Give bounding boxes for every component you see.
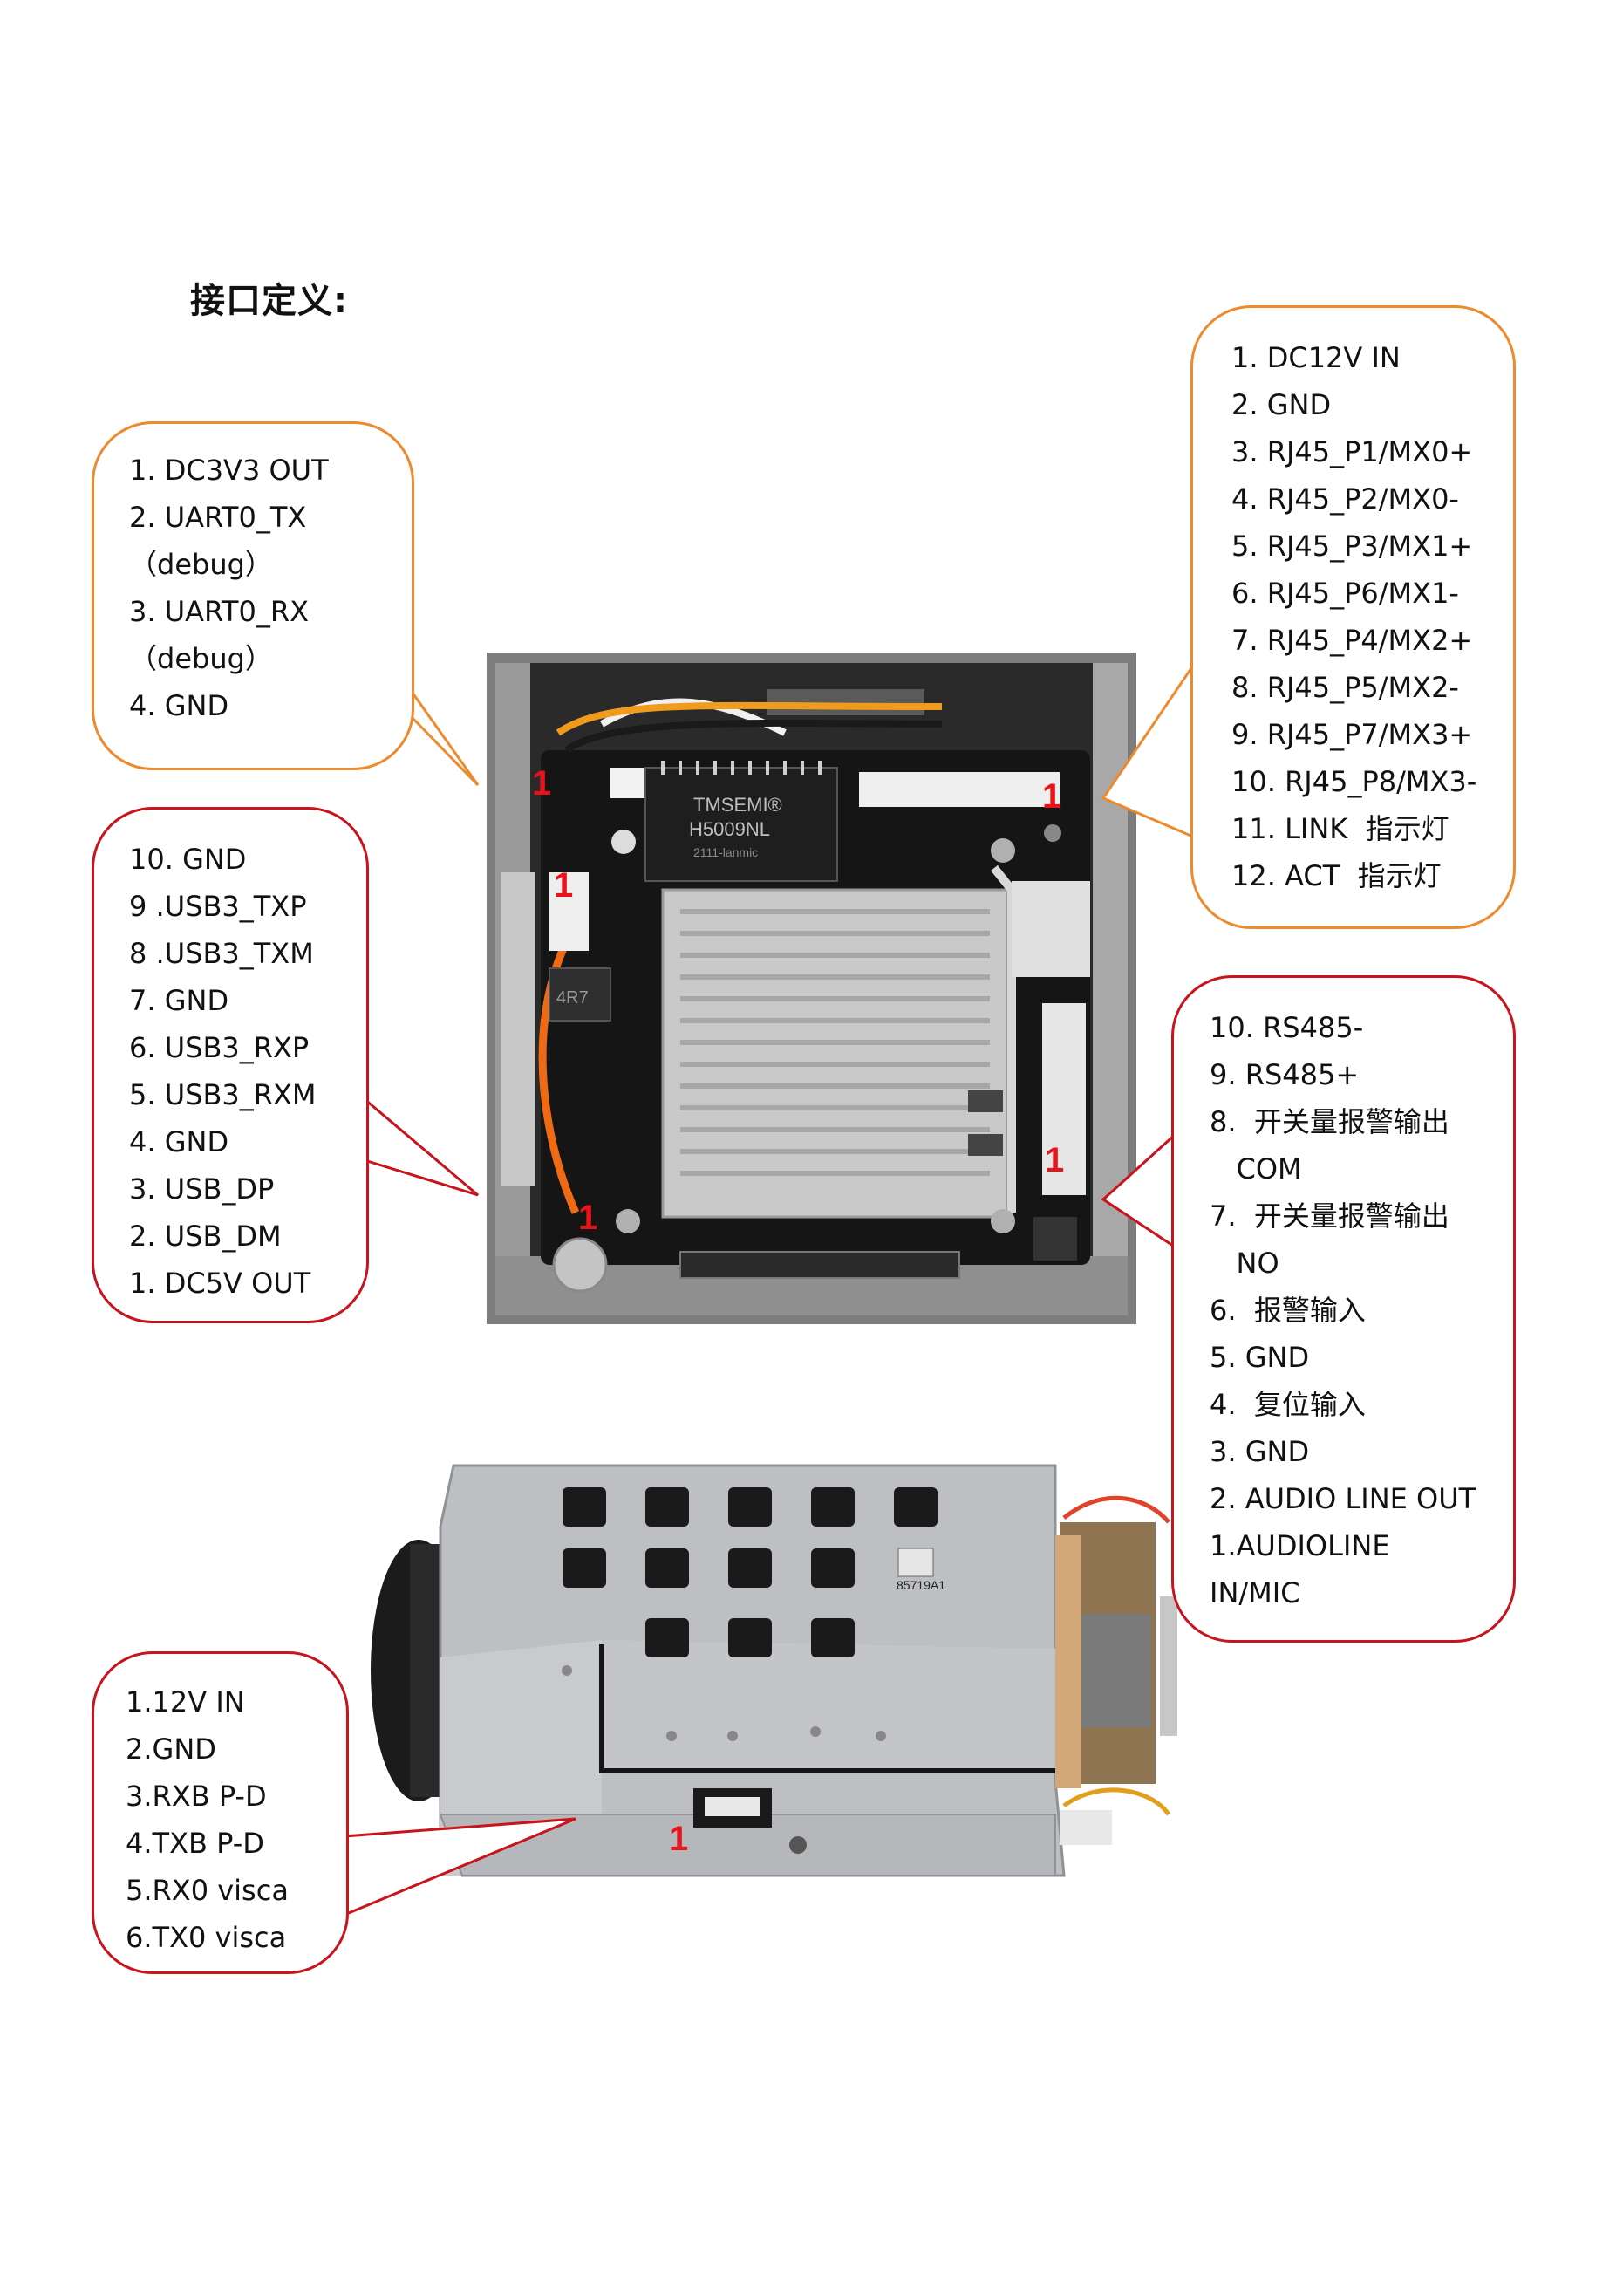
- pin-label: 8 .USB3_TXM: [129, 937, 314, 970]
- pin-label: 7. RJ45_P4/MX2+: [1231, 624, 1473, 657]
- pin-label: （debug）: [129, 548, 273, 581]
- pin-label: 5. USB3_RXM: [129, 1078, 317, 1111]
- pin-label: 4. RJ45_P2/MX0-: [1231, 482, 1459, 516]
- pin-label: NO: [1210, 1247, 1279, 1280]
- connector-top-right: [859, 772, 1060, 807]
- heatsink: [661, 888, 1009, 1219]
- lan-transformer: [644, 767, 838, 882]
- callout-power-rj45: 1. DC12V IN 2. GND 3. RJ45_P1/MX0+ 4. RJ…: [1190, 305, 1516, 929]
- chip-model: H5009NL: [689, 818, 770, 840]
- pin-label: 6. RJ45_P6/MX1-: [1231, 577, 1459, 610]
- pin-label: COM: [1210, 1152, 1302, 1186]
- pin-label: 1. DC5V OUT: [129, 1267, 311, 1300]
- power-rj45-pin-list: 1. DC12V IN 2. GND 3. RJ45_P1/MX0+ 4. RJ…: [1231, 334, 1513, 899]
- pin-label: 1.12V IN: [126, 1685, 245, 1719]
- pin-label: 2. AUDIO LINE OUT: [1210, 1482, 1476, 1515]
- board-photo: TMSEMI® H5009NL 2111-lanmic 4R7: [487, 653, 1136, 1324]
- pin-label: 3. GND: [1210, 1435, 1310, 1468]
- pin-label: 4.TXB P-D: [126, 1827, 264, 1860]
- pin-label: 11. LINK 指示灯: [1231, 812, 1449, 845]
- chip-brand: TMSEMI®: [693, 794, 782, 816]
- pin-label: 8. 开关量报警输出: [1210, 1105, 1449, 1138]
- pin-label: 10. RS485-: [1210, 1011, 1364, 1044]
- pin-label: 5. RJ45_P3/MX1+: [1231, 530, 1473, 563]
- pin-label: IN/MIC: [1210, 1576, 1300, 1609]
- io-audio-pin-list: 10. RS485- 9. RS485+ 8. 开关量报警输出 COM 7. 开…: [1210, 1004, 1513, 1616]
- camera-serial-pin-list: 1.12V IN 2.GND 3.RXB P-D 4.TXB P-D 5.RX0…: [126, 1678, 346, 1961]
- pin-label: 4. 复位输入: [1210, 1388, 1366, 1421]
- pin-label: 3.RXB P-D: [126, 1780, 267, 1813]
- pin-label: 4. GND: [129, 1125, 229, 1158]
- pin-label: 2.GND: [126, 1732, 216, 1766]
- pin1-marker-left: 1: [554, 866, 574, 905]
- connector-top-left: [610, 768, 650, 798]
- callout-pointers: [344, 662, 1197, 1917]
- pin-label: 5. GND: [1210, 1341, 1310, 1374]
- pin1-marker-io: 1: [1045, 1141, 1065, 1179]
- pin-label: 1. DC12V IN: [1231, 341, 1401, 374]
- pin-label: 9. RJ45_P7/MX3+: [1231, 718, 1473, 751]
- pin-label: 6. USB3_RXP: [129, 1031, 310, 1064]
- connector-left: [549, 872, 589, 951]
- pin-label: 2. GND: [1231, 388, 1332, 421]
- pin1-marker-usb: 1: [578, 1199, 598, 1237]
- pin-label: 7. 开关量报警输出: [1210, 1199, 1449, 1233]
- callout-camera-serial: 1.12V IN 2.GND 3.RXB P-D 4.TXB P-D 5.RX0…: [92, 1651, 349, 1974]
- pin-label: 2. UART0_TX: [129, 501, 307, 534]
- pin-label: 8. RJ45_P5/MX2-: [1231, 671, 1459, 704]
- pin-label: 10. RJ45_P8/MX3-: [1231, 765, 1477, 798]
- inductor-label: 4R7: [556, 988, 589, 1008]
- chip-code: 2111-lanmic: [693, 845, 758, 859]
- callout-debug-uart: 1. DC3V3 OUT 2. UART0_TX （debug） 3. UART…: [92, 421, 414, 770]
- pin-label: （debug）: [129, 642, 273, 675]
- camera-photo: 85719A1: [371, 1464, 1177, 1877]
- pin-label: 5.RX0 visca: [126, 1874, 289, 1907]
- pin-label: 1. DC3V3 OUT: [129, 454, 329, 487]
- callout-usb: 10. GND 9 .USB3_TXP 8 .USB3_TXM 7. GND 6…: [92, 807, 369, 1323]
- pin-label: 7. GND: [129, 984, 229, 1017]
- usb-pin-list: 10. GND 9 .USB3_TXP 8 .USB3_TXM 7. GND 6…: [129, 836, 366, 1307]
- connector-right: [1042, 1003, 1086, 1195]
- pin-label: 6.TX0 visca: [126, 1921, 287, 1954]
- pin1-marker-debug: 1: [532, 764, 552, 803]
- page-title: 接口定义:: [190, 281, 348, 321]
- pin1-marker-camera: 1: [669, 1820, 689, 1858]
- pin-label: 2. USB_DM: [129, 1220, 282, 1253]
- pin-label: 10. GND: [129, 843, 247, 876]
- pin-label: 3. USB_DP: [129, 1172, 275, 1206]
- pin-label: 1.AUDIOLINE: [1210, 1529, 1390, 1562]
- pin-label: 9 .USB3_TXP: [129, 890, 307, 923]
- pin-label: 6. 报警输入: [1210, 1294, 1366, 1327]
- callout-io-audio: 10. RS485- 9. RS485+ 8. 开关量报警输出 COM 7. 开…: [1171, 975, 1516, 1643]
- sticker-label: 85719A1: [897, 1578, 945, 1592]
- pin-label: 9. RS485+: [1210, 1058, 1360, 1091]
- debug-uart-pin-list: 1. DC3V3 OUT 2. UART0_TX （debug） 3. UART…: [129, 447, 412, 729]
- pin-label: 12. ACT 指示灯: [1231, 859, 1442, 892]
- pin-label: 4. GND: [129, 689, 229, 722]
- pin1-marker-rj45: 1: [1042, 777, 1062, 816]
- pin-label: 3. UART0_RX: [129, 595, 309, 628]
- pin-label: 3. RJ45_P1/MX0+: [1231, 435, 1473, 468]
